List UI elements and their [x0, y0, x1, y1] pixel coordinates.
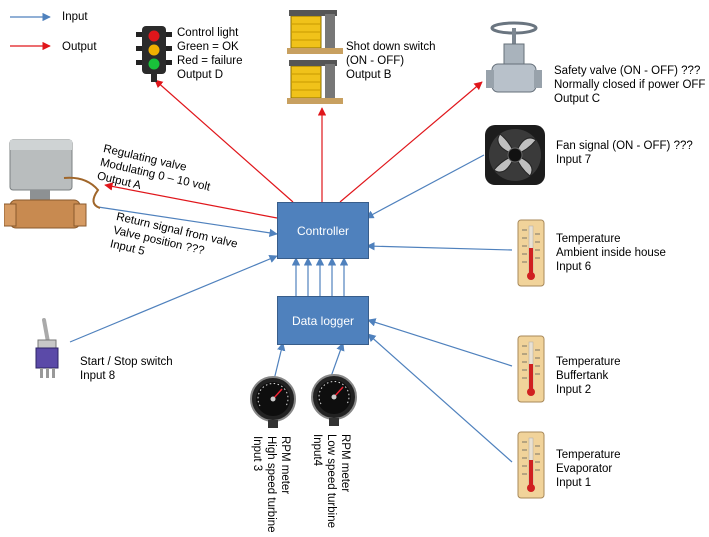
input-2-arrow	[367, 318, 513, 367]
shutdown-switch-label: Shot down switch(ON - OFF)Output B	[346, 41, 436, 81]
input-6-arrow	[366, 242, 513, 251]
fan-icon	[485, 125, 545, 185]
output-d-arrow	[154, 79, 294, 203]
data-logger-box: Data logger	[277, 296, 369, 345]
input-1-arrow	[367, 333, 513, 463]
safety-valve-label: Safety valve (ON - OFF) ???Normally clos…	[554, 65, 706, 105]
input-5-arrow	[97, 206, 278, 238]
tachometer-high-icon	[250, 376, 296, 428]
thermometer-evaporator-icon	[517, 431, 545, 499]
relay-switch-icon	[287, 10, 343, 104]
tachometer-low-icon	[311, 374, 357, 426]
thermometer-ambient-icon	[517, 219, 545, 287]
legend-input-label: Input	[62, 11, 88, 23]
motorized-valve-icon	[4, 139, 101, 229]
traffic-light-icon	[136, 26, 172, 82]
toggle-switch-icon	[35, 318, 59, 378]
input-8-arrow	[69, 255, 278, 343]
gate-valve-icon	[486, 21, 542, 93]
legend-output-label: Output	[62, 41, 97, 53]
controller-box: Controller	[277, 202, 369, 259]
output-c-arrow	[339, 81, 483, 203]
output-a-arrow	[104, 182, 278, 219]
input-7-arrow	[365, 154, 485, 219]
fan-signal-label: Fan signal (ON - OFF) ???Input 7	[556, 140, 693, 166]
thermometer-buffertank-icon	[517, 335, 545, 403]
